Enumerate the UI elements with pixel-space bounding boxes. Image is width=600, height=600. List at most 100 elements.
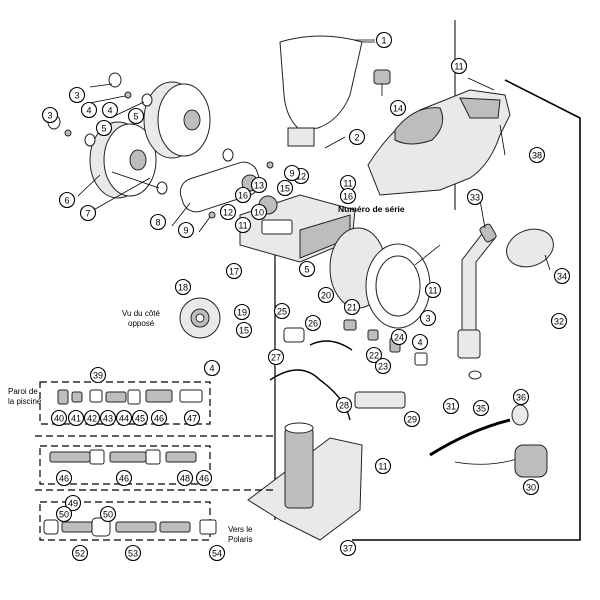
callout-50: 50 bbox=[55, 505, 73, 523]
wheel-right bbox=[329, 227, 431, 329]
callout-number: 36 bbox=[516, 393, 526, 403]
callout-number: 16 bbox=[343, 192, 353, 202]
callout-circle bbox=[339, 187, 357, 205]
callout-circle bbox=[339, 539, 357, 557]
callout-number: 29 bbox=[407, 415, 417, 425]
callout-circle bbox=[233, 303, 251, 321]
callout-53: 53 bbox=[124, 544, 142, 562]
callout-27: 27 bbox=[267, 348, 285, 366]
callout-number: 30 bbox=[526, 483, 536, 493]
callout-number: 35 bbox=[476, 404, 486, 414]
callout-circle bbox=[424, 281, 442, 299]
callout-circle bbox=[150, 409, 168, 427]
callout-38: 38 bbox=[528, 146, 546, 164]
callout-circle bbox=[403, 410, 421, 428]
filter-bag bbox=[279, 35, 375, 147]
callout-47: 47 bbox=[183, 409, 201, 427]
callout-circle bbox=[276, 179, 294, 197]
callout-5: 5 bbox=[127, 107, 145, 125]
callout-number: 6 bbox=[64, 196, 69, 206]
callout-number: 7 bbox=[85, 209, 90, 219]
callout-circle bbox=[304, 314, 322, 332]
callout-circle bbox=[390, 328, 408, 346]
callout-number: 15 bbox=[239, 326, 249, 336]
callout-circle bbox=[99, 409, 117, 427]
serial-number-label: Numéro de série bbox=[338, 204, 405, 214]
pool-wall-label-line2: la piscine bbox=[8, 397, 42, 406]
callout-21: 21 bbox=[343, 298, 361, 316]
callout-number: 5 bbox=[304, 265, 309, 275]
callout-circle bbox=[365, 346, 383, 364]
callout-34: 34 bbox=[553, 267, 571, 285]
callout-circle bbox=[317, 286, 335, 304]
turbine-assembly bbox=[179, 297, 221, 339]
callout-circle bbox=[512, 388, 530, 406]
callout-39: 39 bbox=[89, 366, 107, 384]
callout-2: 2 bbox=[348, 128, 366, 146]
float-ball bbox=[506, 228, 554, 268]
callout-number: 38 bbox=[532, 151, 542, 161]
callout-circle bbox=[298, 260, 316, 278]
pool-wall-label-line1: Paroi de bbox=[8, 387, 38, 396]
callout-circle bbox=[335, 396, 353, 414]
callout-number: 39 bbox=[93, 371, 103, 381]
callout-circle bbox=[183, 409, 201, 427]
callout-circle bbox=[203, 359, 221, 377]
callout-12: 12 bbox=[219, 203, 237, 221]
callout-33: 33 bbox=[466, 188, 484, 206]
callout-4: 4 bbox=[203, 359, 221, 377]
callout-circle bbox=[68, 86, 86, 104]
callout-circle bbox=[442, 397, 460, 415]
callout-circle bbox=[95, 119, 113, 137]
callout-number: 12 bbox=[223, 208, 233, 218]
callout-28: 28 bbox=[335, 396, 353, 414]
callout-3: 3 bbox=[419, 309, 437, 327]
callout-number: 13 bbox=[254, 181, 264, 191]
callout-46: 46 bbox=[55, 469, 73, 487]
callout-number: 3 bbox=[47, 111, 52, 121]
swivel-connector bbox=[373, 69, 391, 96]
leader-lines bbox=[77, 39, 551, 271]
callout-circle bbox=[41, 106, 59, 124]
callout-number: 11 bbox=[238, 221, 247, 231]
callout-number: 31 bbox=[446, 402, 456, 412]
callout-18: 18 bbox=[174, 278, 192, 296]
callout-circle bbox=[267, 348, 285, 366]
callout-5: 5 bbox=[95, 119, 113, 137]
callout-49: 49 bbox=[64, 494, 82, 512]
callout-number: 2 bbox=[354, 133, 359, 143]
callout-circle bbox=[250, 203, 268, 221]
callouts: 1234567891011121314151617181920212223242… bbox=[41, 31, 571, 562]
callout-14: 14 bbox=[389, 99, 407, 117]
callout-number: 8 bbox=[155, 218, 160, 228]
callout-number: 11 bbox=[454, 62, 463, 72]
callout-15: 15 bbox=[276, 179, 294, 197]
callout-circle bbox=[55, 469, 73, 487]
callout-22: 22 bbox=[365, 346, 383, 364]
callout-number: 50 bbox=[59, 510, 69, 520]
callout-52: 52 bbox=[71, 544, 89, 562]
callout-41: 41 bbox=[67, 409, 85, 427]
callout-number: 10 bbox=[254, 208, 264, 218]
sweep-hose-tube bbox=[457, 223, 497, 359]
callout-number: 46 bbox=[199, 474, 209, 484]
callout-7: 7 bbox=[79, 204, 97, 222]
callout-50: 50 bbox=[99, 505, 117, 523]
callout-4: 4 bbox=[101, 101, 119, 119]
callout-circle bbox=[528, 146, 546, 164]
hose-row-3 bbox=[43, 517, 217, 537]
wheel-set-left bbox=[89, 81, 211, 199]
callout-number: 46 bbox=[119, 474, 129, 484]
callout-number: 24 bbox=[394, 333, 404, 343]
callout-number: 34 bbox=[557, 272, 567, 282]
hose-row-1 bbox=[57, 389, 203, 405]
callout-circle bbox=[67, 409, 85, 427]
callout-number: 49 bbox=[68, 499, 78, 509]
callout-number: 25 bbox=[277, 307, 287, 317]
callout-46: 46 bbox=[195, 469, 213, 487]
callout-circle bbox=[273, 302, 291, 320]
callout-number: 11 bbox=[428, 286, 437, 296]
callout-number: 4 bbox=[209, 364, 214, 374]
callout-3: 3 bbox=[41, 106, 59, 124]
left-hardware bbox=[47, 72, 274, 219]
